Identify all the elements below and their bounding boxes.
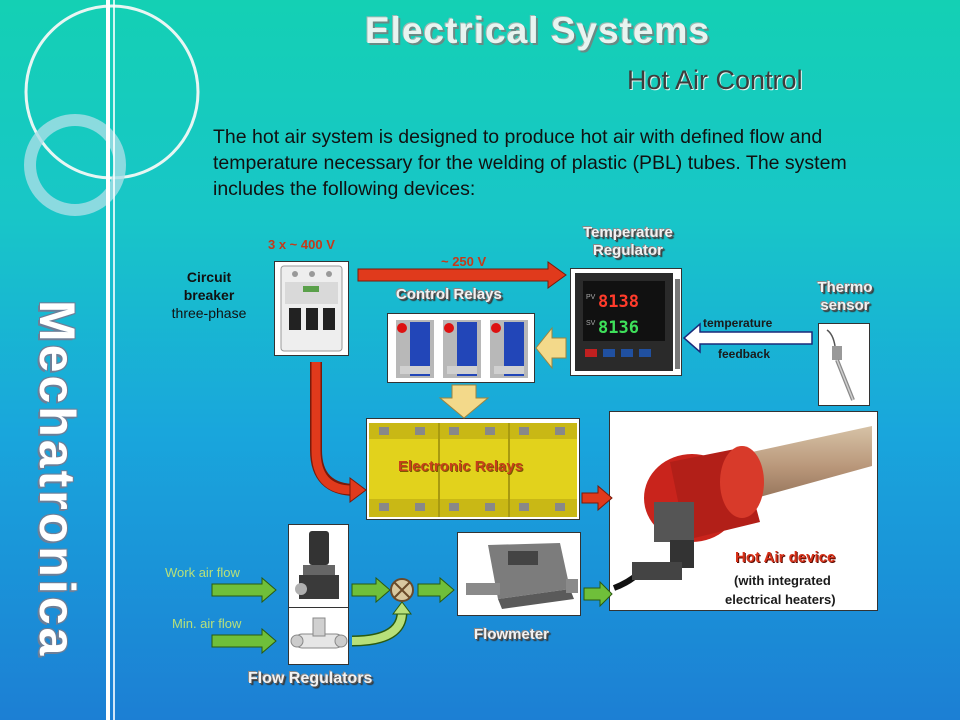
arrow-breaker-to-electronic bbox=[310, 362, 357, 496]
arrow-flowmeter-to-heater bbox=[583, 580, 613, 608]
circuit-breaker-label-line1: Circuit bbox=[186, 269, 232, 285]
page-subtitle: Hot Air Control bbox=[627, 65, 803, 95]
work-flow-regulator-image bbox=[288, 524, 349, 608]
hot-air-device-image bbox=[609, 411, 878, 611]
flowmeter-icon bbox=[466, 543, 578, 609]
control-relay-1 bbox=[396, 320, 434, 378]
control-relays-label: Control Relays bbox=[396, 286, 502, 303]
hot-air-device-line2: electrical heaters) bbox=[725, 592, 836, 607]
arrow-min-regulator-to-junction bbox=[351, 611, 408, 647]
control-relays-image bbox=[387, 313, 535, 383]
work-air-flow-label: Work air flow bbox=[165, 565, 240, 580]
min-air-flow-label: Min. air flow bbox=[172, 616, 242, 631]
supply-voltage-label: 3 x ~ 400 V bbox=[268, 237, 335, 252]
svg-text:PV: PV bbox=[586, 294, 596, 301]
circuit-breaker-image bbox=[274, 261, 349, 356]
flowmeter-label: Flowmeter bbox=[474, 626, 550, 643]
hot-air-device-title: Hot Air device bbox=[735, 549, 836, 566]
temperature-regulator-label-line2: Regulator bbox=[592, 242, 663, 259]
flowmeter-image bbox=[457, 532, 581, 616]
electronic-relays-label: Electronic Relays bbox=[398, 458, 524, 475]
hot-air-device-icon bbox=[612, 426, 872, 591]
flow-regulators-label: Flow Regulators bbox=[248, 670, 373, 687]
side-label-mechatronica: Mechatronica bbox=[29, 300, 85, 659]
arrow-min-air-in bbox=[211, 627, 277, 655]
temperature-regulator-image: PV SV 8138 8136 bbox=[570, 268, 682, 376]
temperature-regulator-label: Temperature Regulator bbox=[563, 224, 693, 260]
electronic-relays-image bbox=[366, 418, 580, 520]
intro-paragraph: The hot air system is designed to produc… bbox=[213, 126, 847, 200]
arrow-relays-to-electronic bbox=[438, 384, 490, 419]
thermo-sensor-label-line2: sensor bbox=[820, 297, 870, 314]
page-title: Electrical Systems bbox=[365, 10, 711, 51]
arrow-work-air-in bbox=[211, 576, 277, 604]
control-relay-2 bbox=[443, 320, 481, 378]
decorative-circles bbox=[24, 4, 200, 216]
divider-line-right bbox=[113, 0, 115, 720]
arrow-junction-to-flowmeter bbox=[417, 576, 455, 604]
arrow-regulator-to-relays bbox=[535, 326, 567, 370]
thermo-sensor-image bbox=[818, 323, 870, 406]
temperature-regulator-label-line1: Temperature bbox=[583, 224, 673, 241]
circuit-breaker-label-line3: three-phase bbox=[171, 305, 247, 321]
min-flow-regulator-icon bbox=[290, 617, 348, 649]
thermo-sensor-label: Thermo sensor bbox=[800, 279, 890, 315]
electronic-relays-icon bbox=[369, 423, 577, 517]
regulator-pv-display: 8138 bbox=[598, 292, 639, 312]
divider-line-left bbox=[106, 0, 110, 720]
hot-air-device-line1: (with integrated bbox=[734, 573, 831, 588]
thermo-sensor-label-line1: Thermo bbox=[817, 279, 873, 296]
relay-voltage-label: ~ 250 V bbox=[441, 254, 487, 269]
thermo-sensor-icon bbox=[826, 329, 855, 401]
circuit-breaker-label-line2: breaker bbox=[183, 287, 235, 303]
temperature-regulator-icon: PV SV 8138 8136 bbox=[575, 273, 680, 371]
arrow-relays-to-heater bbox=[581, 484, 613, 512]
feedback-label-line2: feedback bbox=[718, 347, 771, 361]
arrow-regulator-to-junction bbox=[351, 576, 391, 604]
control-relays-icon bbox=[396, 320, 528, 378]
svg-text:SV: SV bbox=[586, 320, 596, 327]
feedback-label-line1: temperature bbox=[703, 316, 773, 330]
regulator-sv-display: 8136 bbox=[598, 318, 639, 338]
circuit-breaker-label: Circuit breaker three-phase bbox=[154, 268, 264, 322]
work-flow-regulator-icon bbox=[295, 531, 339, 599]
decor-circle-small bbox=[24, 114, 126, 216]
min-flow-regulator-image bbox=[288, 607, 349, 665]
flow-junction bbox=[390, 578, 414, 602]
circuit-breaker-icon bbox=[280, 265, 343, 352]
control-relay-3 bbox=[490, 320, 528, 378]
